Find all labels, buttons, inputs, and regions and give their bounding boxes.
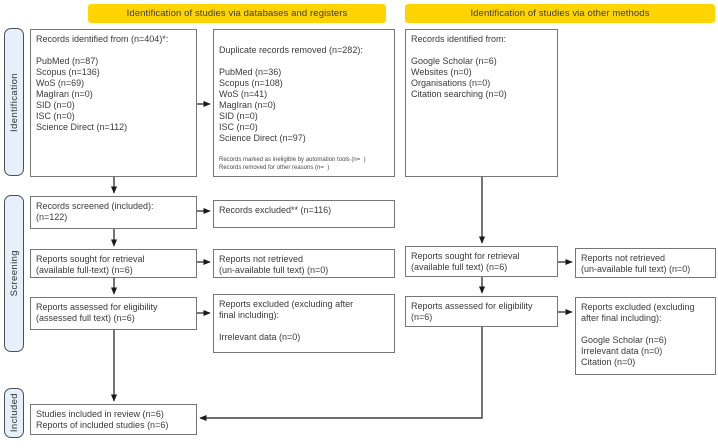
box-records-screened: Records screened (included): (n=122) xyxy=(30,196,197,229)
phase-included-label: Included xyxy=(8,393,20,433)
box-reports-excluded-databases: Reports excluded (excluding after final … xyxy=(213,294,395,353)
box-reports-assessed-databases: Reports assessed for eligibility (assess… xyxy=(30,297,197,330)
phase-identification-label: Identification xyxy=(8,72,20,132)
box-reports-not-retrieved-databases: Reports not retrieved (un-available full… xyxy=(213,249,395,278)
box-records-excluded: Records excluded** (n=116) xyxy=(213,200,395,228)
phase-included: Included xyxy=(4,388,24,438)
box-studies-included: Studies included in review (n=6) Reports… xyxy=(30,404,197,435)
box-duplicates-footnote: Records marked as ineligible by automati… xyxy=(219,157,366,171)
banner-databases-registers: Identification of studies via databases … xyxy=(88,4,386,23)
box-reports-sought-other: Reports sought for retrieval (available … xyxy=(405,246,558,277)
banner-other-methods: Identification of studies via other meth… xyxy=(405,4,715,23)
box-reports-not-retrieved-other: Reports not retrieved (un-available full… xyxy=(575,248,716,278)
box-records-identified-databases: Records identified from (n=404)*: PubMed… xyxy=(30,29,197,177)
box-records-identified-other: Records identified from: Google Scholar … xyxy=(405,29,558,177)
box-reports-excluded-other: Reports excluded (excluding after final … xyxy=(575,297,716,375)
box-reports-sought-databases: Reports sought for retrieval (available … xyxy=(30,249,197,278)
phase-screening-label: Screening xyxy=(8,250,20,297)
box-duplicate-records-removed: Duplicate records removed (n=282): PubMe… xyxy=(213,29,395,177)
box-reports-assessed-other: Reports assessed for eligibility (n=6) xyxy=(405,296,558,327)
box-duplicate-records-removed-text: Duplicate records removed (n=282): PubMe… xyxy=(219,45,363,143)
phase-screening: Screening xyxy=(4,195,24,352)
phase-identification: Identification xyxy=(4,28,24,176)
